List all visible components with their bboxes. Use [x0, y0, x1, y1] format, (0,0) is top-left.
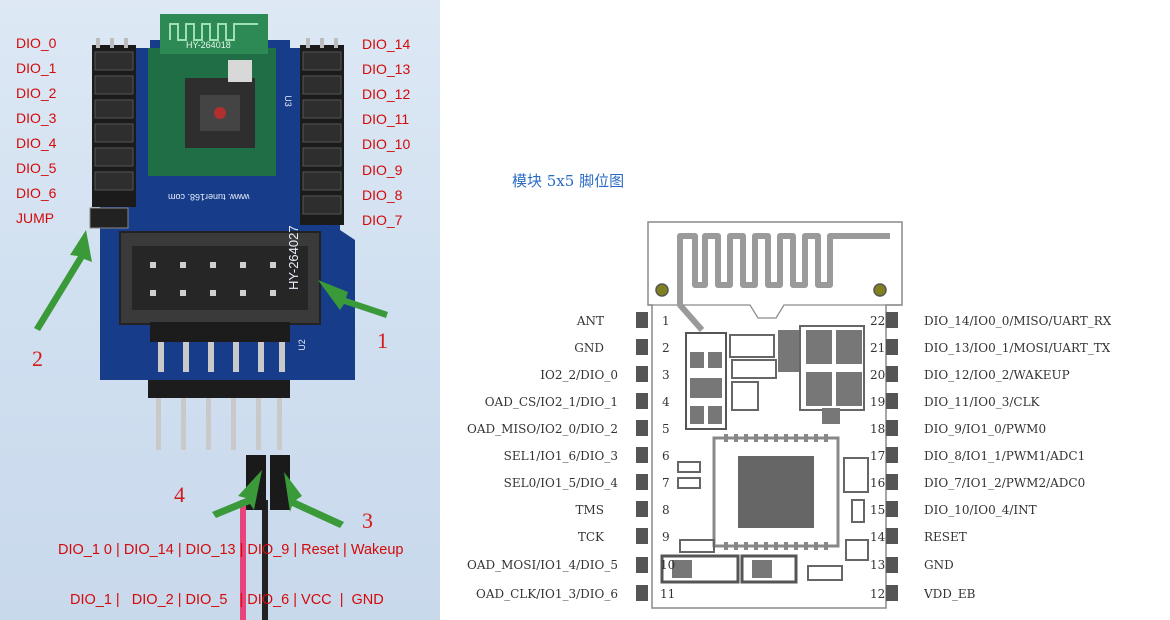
left-label-0: DIO_0 — [16, 35, 57, 51]
right-pin-number-17: 17 — [870, 449, 886, 463]
right-label-7: DIO_7 — [362, 212, 403, 228]
jump-header — [89, 207, 129, 229]
right-pin-number-15: 15 — [870, 503, 886, 517]
right-pin-label-17: DIO_8/IO1_1/PWM1/ADC1 — [924, 449, 1086, 463]
right-pin-number-14: 14 — [870, 530, 886, 544]
right-pin-label-22: DIO_14/IO0_0/MISO/UART_RX — [924, 314, 1112, 328]
left-pin-number-4: 4 — [662, 395, 670, 409]
right-pin-label-19: DIO_11/IO0_3/CLK — [924, 395, 1040, 409]
left-pin-label-6: SEL1/IO1_6/DIO_3 — [503, 449, 618, 463]
right-label-9: DIO_9 — [362, 162, 403, 178]
left-pin-number-1: 1 — [662, 314, 670, 328]
angled-header — [150, 322, 290, 342]
right-pin-label-20: DIO_12/IO0_2/WAKEUP — [924, 368, 1070, 382]
right-label-14: DIO_14 — [362, 36, 411, 52]
right-label-12: DIO_12 — [362, 86, 411, 102]
right-label-13: DIO_13 — [362, 61, 411, 77]
left-pin-label-11: OAD_CLK/IO1_3/DIO_6 — [475, 587, 618, 601]
callout-3: 3 — [362, 508, 373, 533]
angled-header-pins — [158, 342, 285, 372]
photo-drawing — [34, 14, 388, 620]
right-pin-number-12: 12 — [870, 587, 886, 601]
left-pin-number-5: 5 — [662, 422, 670, 436]
right-label-11: DIO_11 — [362, 111, 410, 127]
left-header — [92, 38, 136, 207]
left-pin-number-7: 7 — [662, 476, 670, 490]
wire-black — [262, 500, 268, 620]
left-pin-number-8: 8 — [662, 503, 670, 517]
left-label-6: DIO_6 — [16, 185, 57, 201]
callout-4: 4 — [174, 482, 185, 507]
right-pin-number-19: 19 — [870, 395, 886, 409]
left-label-2: DIO_2 — [16, 85, 57, 101]
right-pads — [886, 312, 898, 601]
left-pin-number-6: 6 — [662, 449, 670, 463]
left-label-5: DIO_5 — [16, 160, 57, 176]
right-pin-number-22: 22 — [870, 314, 886, 328]
left-pin-label-9: TCK — [577, 530, 604, 544]
right-label-8: DIO_8 — [362, 187, 403, 203]
idc-connector-inner — [132, 246, 308, 310]
left-pin-number-10: 10 — [660, 558, 676, 572]
left-pin-number-11: 11 — [660, 587, 676, 601]
chip-dot — [214, 107, 226, 119]
left-pin-number-2: 2 — [662, 341, 670, 355]
left-pin-label-10: OAD_MOSI/IO1_4/DIO_5 — [467, 558, 618, 572]
left-label-4: DIO_4 — [16, 135, 57, 151]
module-model-text: HY-264018 — [186, 40, 231, 50]
right-pin-label-13: GND — [924, 558, 954, 572]
left-pin-number-9: 9 — [662, 530, 670, 544]
hy-board-text: HY-264027 — [286, 225, 301, 290]
left-pin-label-4: OAD_CS/IO2_1/DIO_1 — [484, 395, 618, 409]
left-pin-number-3: 3 — [662, 368, 670, 382]
pinout-diagram: 模块 5x5 脚位图 — [440, 0, 1170, 620]
component-layout — [660, 325, 869, 584]
right-pin-label-21: DIO_13/IO0_1/MOSI/UART_TX — [924, 341, 1111, 355]
left-pin-label-5: OAD_MISO/IO2_0/DIO_2 — [467, 422, 618, 436]
crystal — [228, 60, 252, 82]
left-pin-label-7: SEL0/IO1_5/DIO_4 — [503, 476, 618, 490]
left-label-1: DIO_1 — [16, 60, 57, 76]
right-label-10: DIO_10 — [362, 136, 411, 152]
u2-text: U2 — [296, 339, 307, 351]
callout-1: 1 — [377, 328, 388, 353]
callout-arrows — [34, 230, 388, 528]
left-pin-label-8: TMS — [575, 503, 604, 517]
left-pads — [636, 312, 648, 601]
bottom-legend-line-1: DIO_1 0 | DIO_14 | DIO_13 | DIO_9 | Rese… — [58, 542, 404, 558]
bottom-legend-line-2: DIO_1 | DIO_2 | DIO_5 | DIO_6 | VCC | GN… — [70, 592, 384, 608]
left-label-jump: JUMP — [16, 210, 55, 226]
right-pin-label-15: DIO_10/IO0_4/INT — [924, 503, 1037, 517]
right-pin-label-18: DIO_9/IO1_0/PWM0 — [924, 422, 1047, 436]
wire-pink — [240, 500, 246, 620]
diagram-title: 模块 5x5 脚位图 — [512, 172, 625, 190]
module-photo: DIO_0 DIO_1 DIO_2 DIO_3 DIO_4 DIO_5 DIO_… — [0, 0, 440, 620]
left-label-3: DIO_3 — [16, 110, 57, 126]
left-pin-label-1: ANT — [576, 314, 604, 328]
callout-2: 2 — [32, 346, 43, 371]
right-pin-label-12: VDD_EB — [924, 587, 976, 601]
idc-pins — [150, 262, 276, 296]
jumper-cap-right — [270, 455, 290, 510]
right-pin-number-18: 18 — [870, 422, 886, 436]
right-pin-number-21: 21 — [870, 341, 886, 355]
right-header — [300, 38, 344, 225]
right-pin-label-16: DIO_7/IO1_2/PWM2/ADC0 — [924, 476, 1086, 490]
bottom-header-pins — [156, 390, 282, 450]
u3-text: U3 — [282, 95, 293, 107]
left-pin-label-2: GND — [574, 341, 604, 355]
left-pin-label-3: IO2_2/DIO_0 — [540, 368, 618, 382]
right-pin-number-13: 13 — [870, 558, 886, 572]
module-outline — [636, 221, 903, 609]
antenna-trace — [169, 23, 258, 41]
url-text: www. tuner168. com — [168, 192, 250, 202]
right-pin-label-14: RESET — [924, 530, 967, 544]
right-pin-number-20: 20 — [870, 368, 886, 382]
right-pin-number-16: 16 — [870, 476, 886, 490]
